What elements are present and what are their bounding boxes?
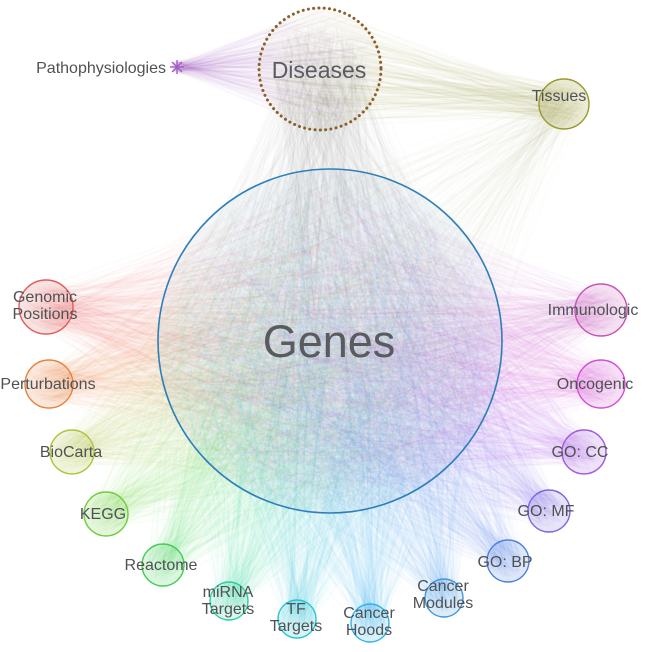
star-spoke: [176, 66, 183, 73]
node-label-go_mf: GO: MF: [518, 503, 575, 520]
node-pathophysiologies[interactable]: [170, 60, 184, 74]
node-label-biocarta: BioCarta: [40, 444, 102, 461]
node-circle-oncogenic: [576, 359, 626, 409]
node-perturbations[interactable]: [24, 359, 74, 409]
node-circle-genomic_positions: [18, 279, 74, 335]
node-label-genes: Genes: [263, 316, 396, 367]
node-reactome[interactable]: [141, 543, 185, 587]
node-circle-diseases: [257, 6, 383, 132]
node-go_mf[interactable]: [527, 489, 571, 533]
node-label-pathophysiologies: Pathophysiologies: [36, 60, 166, 77]
star-spoke: [171, 66, 178, 73]
node-circle-tf_targets: [277, 599, 317, 639]
node-tf_targets[interactable]: [277, 599, 317, 639]
node-label-immunologic: Immunologic: [548, 302, 639, 319]
node-label-tf_targets: Targets: [270, 618, 322, 635]
node-mirna_targets[interactable]: [209, 581, 249, 621]
node-label-perturbations: Perturbations: [0, 376, 95, 393]
node-circle-mirna_targets: [209, 581, 249, 621]
node-tissues[interactable]: [538, 78, 590, 130]
node-label-genomic_positions: Positions: [13, 306, 78, 323]
star-spoke: [176, 61, 183, 68]
node-diseases[interactable]: [257, 6, 383, 132]
node-cancer_modules[interactable]: [424, 578, 464, 618]
node-label-go_bp: GO: BP: [477, 554, 532, 571]
node-oncogenic[interactable]: [576, 359, 626, 409]
node-label-go_cc: GO: CC: [552, 444, 609, 461]
node-circle-genes: [157, 168, 503, 514]
node-circle-tissues: [538, 78, 590, 130]
nodes-layer: [18, 6, 628, 643]
node-biocarta[interactable]: [49, 429, 95, 475]
node-label-mirna_targets: Targets: [202, 601, 254, 618]
node-label-tf_targets: TF: [286, 601, 306, 618]
node-label-cancer_modules: Cancer: [417, 578, 469, 595]
node-circle-immunologic: [574, 283, 628, 337]
node-circle-go_cc: [561, 429, 607, 475]
node-label-diseases: Diseases: [272, 57, 367, 83]
node-circle-kegg: [83, 491, 129, 537]
node-label-tissues: Tissues: [532, 88, 587, 105]
node-label-oncogenic: Oncogenic: [557, 376, 634, 393]
node-circle-cancer_hoods: [350, 603, 390, 643]
node-label-cancer_hoods: Hoods: [346, 622, 392, 639]
star-spoke: [171, 61, 178, 68]
node-circle-cancer_modules: [424, 578, 464, 618]
node-label-genomic_positions: Genomic: [13, 289, 77, 306]
node-genomic_positions[interactable]: [18, 279, 74, 335]
node-label-cancer_hoods: Cancer: [343, 605, 395, 622]
node-genes[interactable]: [157, 168, 503, 514]
node-immunologic[interactable]: [574, 283, 628, 337]
node-label-cancer_modules: Modules: [413, 595, 473, 612]
node-circle-go_bp: [486, 539, 530, 583]
labels-layer: Genes Diseases PathophysiologiesTissuesGen…: [0, 57, 638, 639]
node-circle-biocarta: [49, 429, 95, 475]
node-circle-reactome: [141, 543, 185, 587]
node-go_bp[interactable]: [486, 539, 530, 583]
node-label-reactome: Reactome: [125, 557, 198, 574]
node-go_cc[interactable]: [561, 429, 607, 475]
node-kegg[interactable]: [83, 491, 129, 537]
node-cancer_hoods[interactable]: [350, 603, 390, 643]
node-circle-perturbations: [24, 359, 74, 409]
node-label-mirna_targets: miRNA: [203, 584, 254, 601]
node-circle-go_mf: [527, 489, 571, 533]
node-label-kegg: KEGG: [80, 506, 126, 523]
